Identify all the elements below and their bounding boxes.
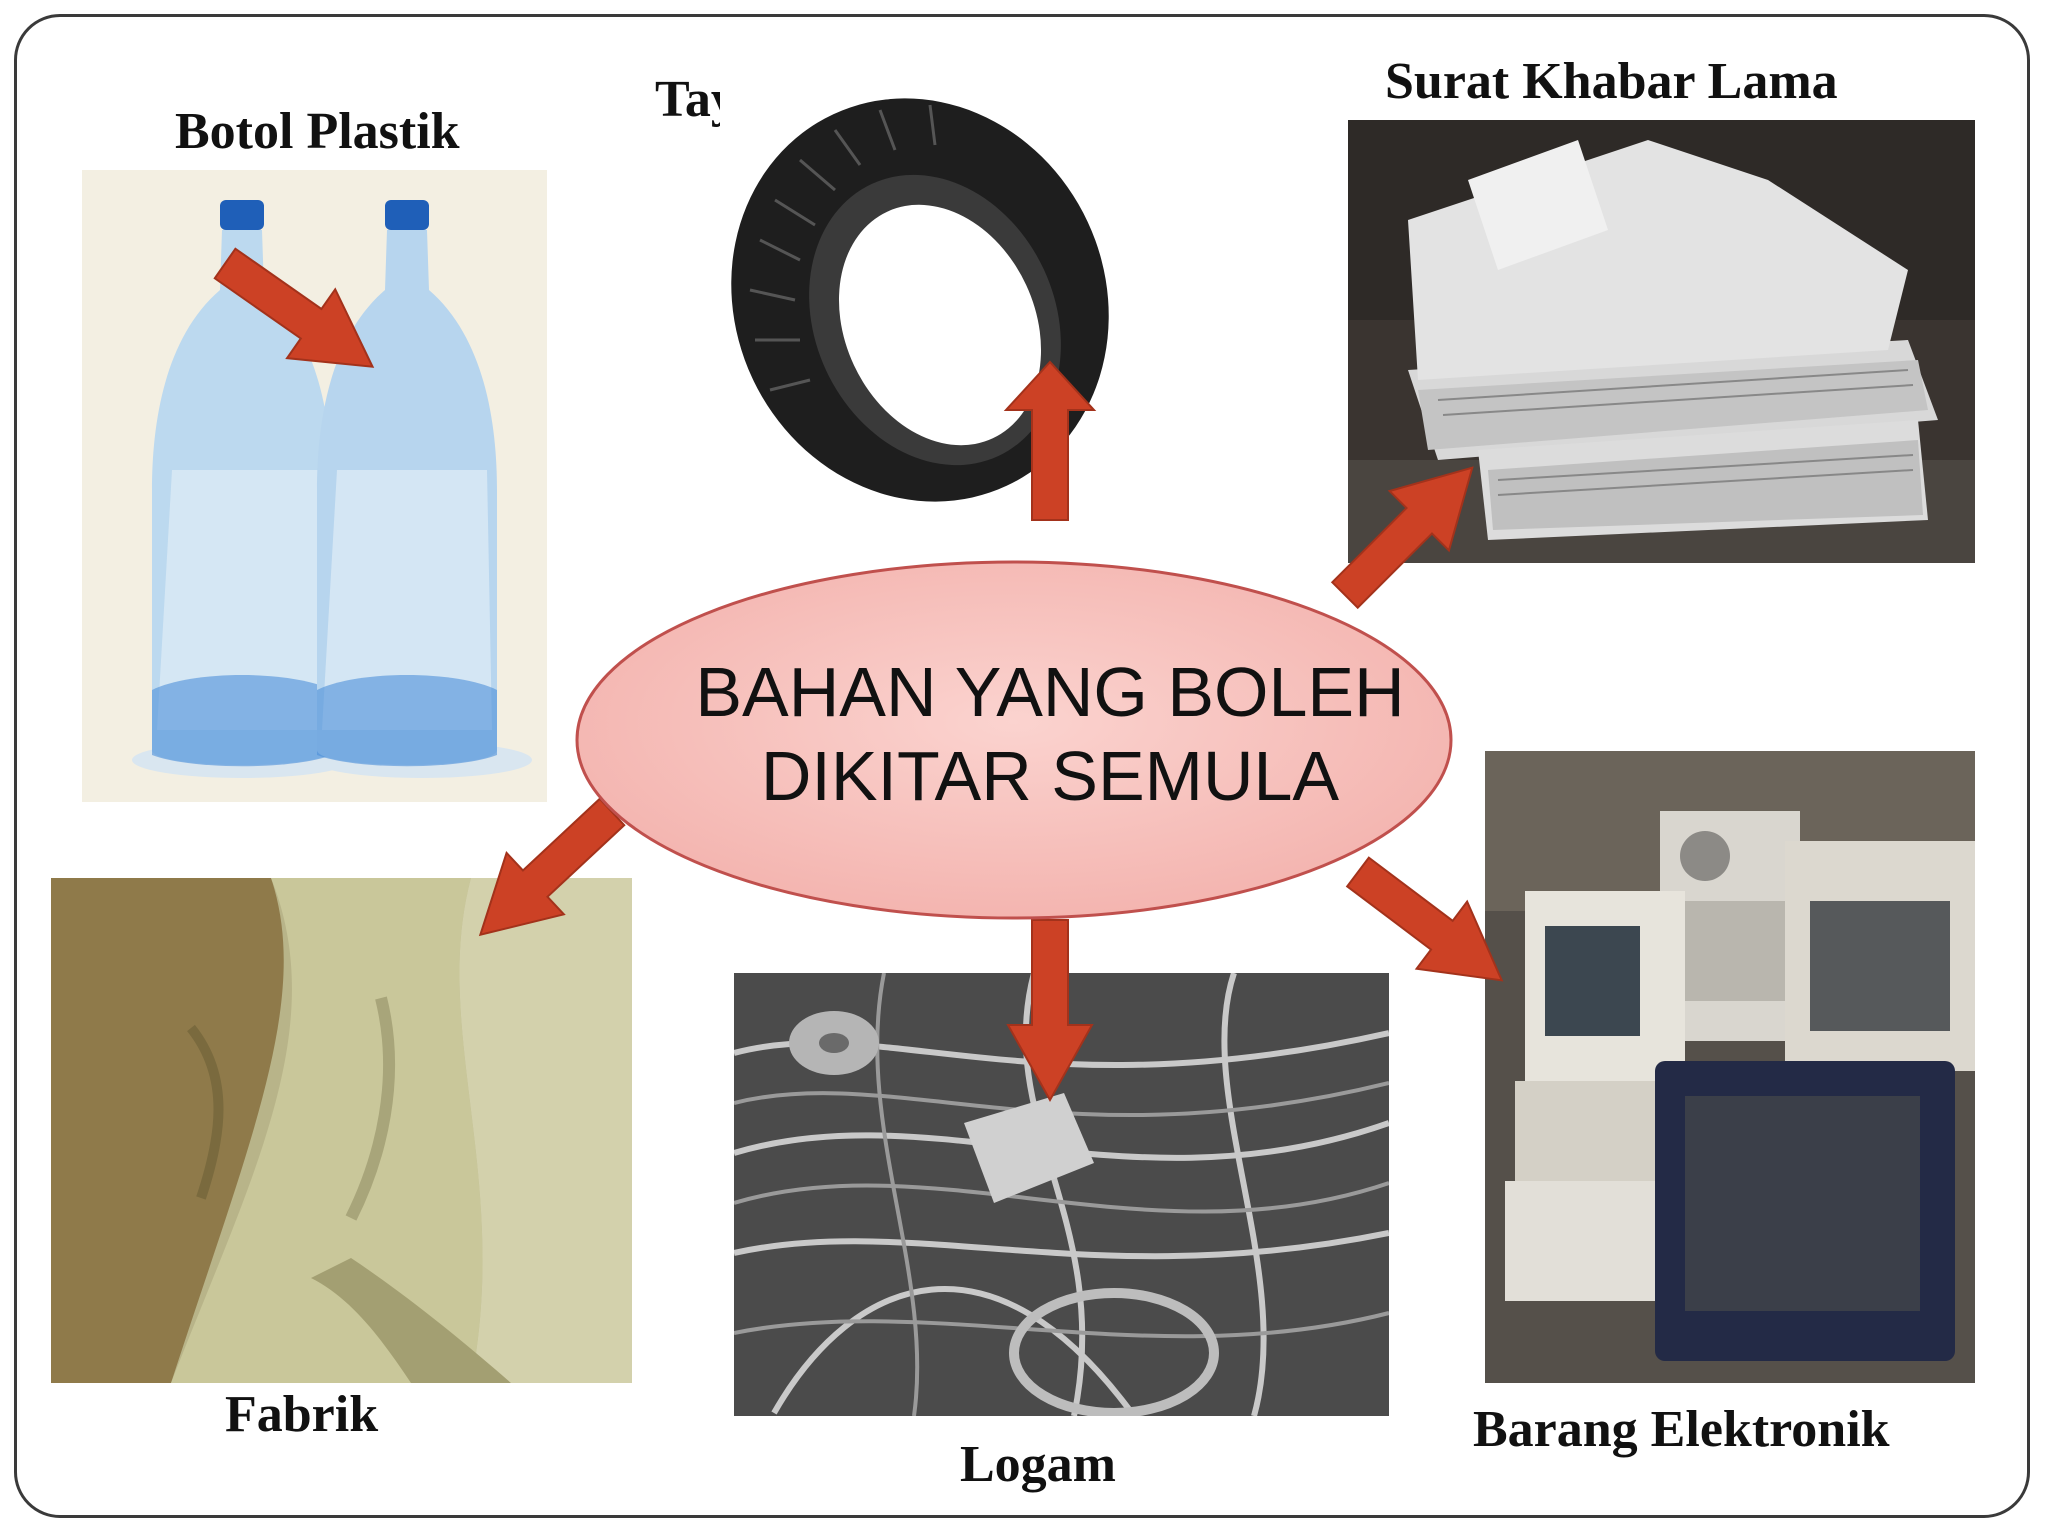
center-title-line2: DIKITAR SEMULA [760, 737, 1340, 815]
label-logam: Logam [960, 1436, 1116, 1493]
fabric-image [51, 878, 632, 1383]
label-surat-khabar-lama: Surat Khabar Lama [1385, 53, 1838, 110]
old-newspapers-image [1348, 120, 1975, 563]
tyre-image [720, 90, 1115, 510]
plastic-bottles-image [82, 170, 547, 802]
label-botol-plastik: Botol Plastik [175, 103, 460, 160]
electronic-goods-image [1485, 751, 1975, 1383]
scrap-metal-image [734, 973, 1389, 1416]
center-title: BAHAN YANG BOLEH DIKITAR SEMULA [600, 650, 1500, 818]
label-barang-elektronik: Barang Elektronik [1473, 1401, 1890, 1458]
center-title-line1: BAHAN YANG BOLEH [695, 653, 1405, 731]
label-fabrik: Fabrik [225, 1386, 379, 1443]
